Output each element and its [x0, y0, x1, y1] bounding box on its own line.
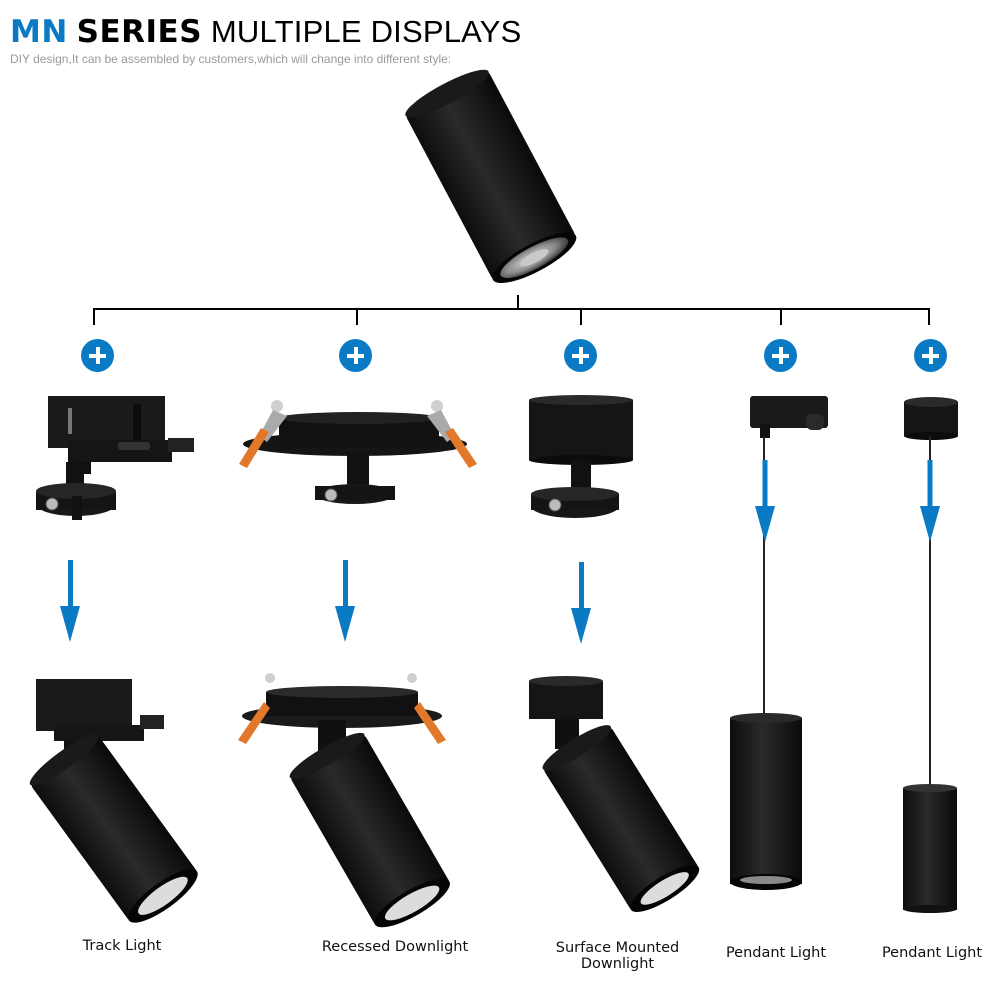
arrow-down-icon: [571, 562, 591, 644]
cylinder-spotlight-icon: [405, 69, 577, 283]
surface-mounted-downlight-icon: [529, 676, 700, 912]
pendant-cable-1: [763, 436, 765, 718]
pendant-light-icon: [730, 713, 802, 890]
tree-drop-1: [93, 308, 95, 325]
tree-drop-5: [928, 308, 930, 325]
label-surface-mounted: Surface Mounted Downlight: [540, 940, 695, 972]
tree-drop-2: [356, 308, 358, 325]
ceiling-canopy-icon: [904, 397, 958, 440]
tree-horizontal: [93, 308, 930, 310]
series-word: SERIES: [76, 14, 203, 50]
pendant-track-adapter-icon: [750, 396, 828, 438]
pendant-light-icon: [903, 784, 957, 913]
label-track-light: Track Light: [82, 938, 162, 954]
label-pendant-light-1: Pendant Light: [725, 945, 827, 961]
tree-drop-3: [580, 308, 582, 325]
label-surface-line-2: Downlight: [580, 956, 655, 972]
surface-canopy-icon: [529, 395, 633, 518]
tree-stem: [517, 295, 519, 310]
brand-name: MN: [10, 14, 68, 50]
arrow-down-icon: [60, 560, 80, 642]
tree-drop-4: [780, 308, 782, 325]
title-rest: MULTIPLE DISPLAYS: [210, 14, 522, 49]
label-recessed-downlight: Recessed Downlight: [321, 939, 469, 955]
page-title: MN SERIES MULTIPLE DISPLAYS: [10, 14, 522, 50]
arrow-down-icon: [335, 560, 355, 642]
recessed-downlight-icon: [238, 673, 450, 928]
recessed-ring-icon: [239, 400, 477, 504]
subtitle: DIY design,It can be assembled by custom…: [10, 52, 452, 66]
plus-icon: [564, 339, 597, 372]
label-pendant-light-2: Pendant Light: [881, 945, 983, 961]
plus-icon: [339, 339, 372, 372]
plus-icon: [81, 339, 114, 372]
track-light-icon: [29, 679, 198, 923]
plus-icon: [914, 339, 947, 372]
plus-icon: [764, 339, 797, 372]
pendant-cable-2: [929, 436, 931, 786]
track-adapter-icon: [36, 396, 194, 520]
arrow-down-icon: [920, 460, 940, 542]
label-surface-line-1: Surface Mounted: [555, 940, 680, 956]
arrow-down-icon: [755, 460, 775, 542]
